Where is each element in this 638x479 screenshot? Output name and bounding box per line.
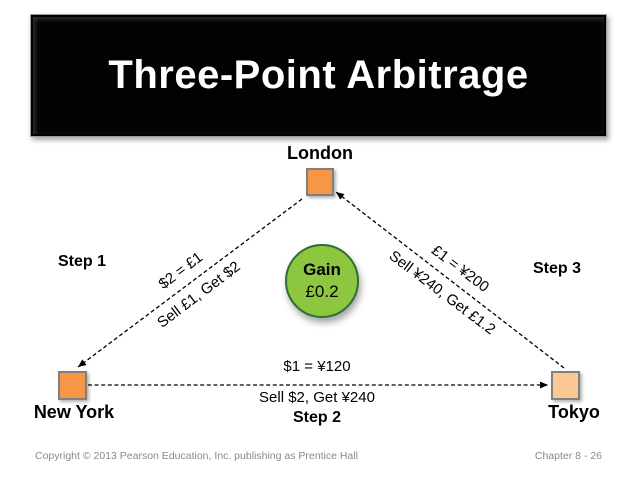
edge-london-to-newyork-line — [77, 198, 303, 368]
step3-label: Step 3 — [533, 260, 582, 277]
node-label-tokyo: Tokyo — [548, 402, 600, 422]
slide-title: Three-Point Arbitrage — [108, 53, 529, 97]
node-square-tokyo — [551, 371, 580, 400]
edge2-action: Sell $2, Get ¥240 — [259, 389, 375, 406]
gain-badge: Gain £0.2 — [285, 244, 359, 318]
node-square-london — [306, 168, 334, 196]
node-label-newyork: New York — [33, 402, 115, 422]
step1-label: Step 1 — [58, 253, 107, 270]
node-square-newyork — [58, 371, 87, 400]
gain-value: £0.2 — [305, 282, 339, 301]
edge-tokyo-to-london-line — [335, 191, 565, 369]
edge2-rate: $1 = ¥120 — [283, 358, 351, 375]
node-label-london: London — [287, 143, 353, 163]
footer-copyright: Copyright © 2013 Pearson Education, Inc.… — [35, 450, 358, 462]
footer-page-number: Chapter 8 - 26 — [534, 450, 602, 462]
gain-label: Gain — [303, 259, 341, 279]
step2-label: Step 2 — [292, 409, 342, 426]
title-banner: Three-Point Arbitrage — [30, 14, 607, 137]
